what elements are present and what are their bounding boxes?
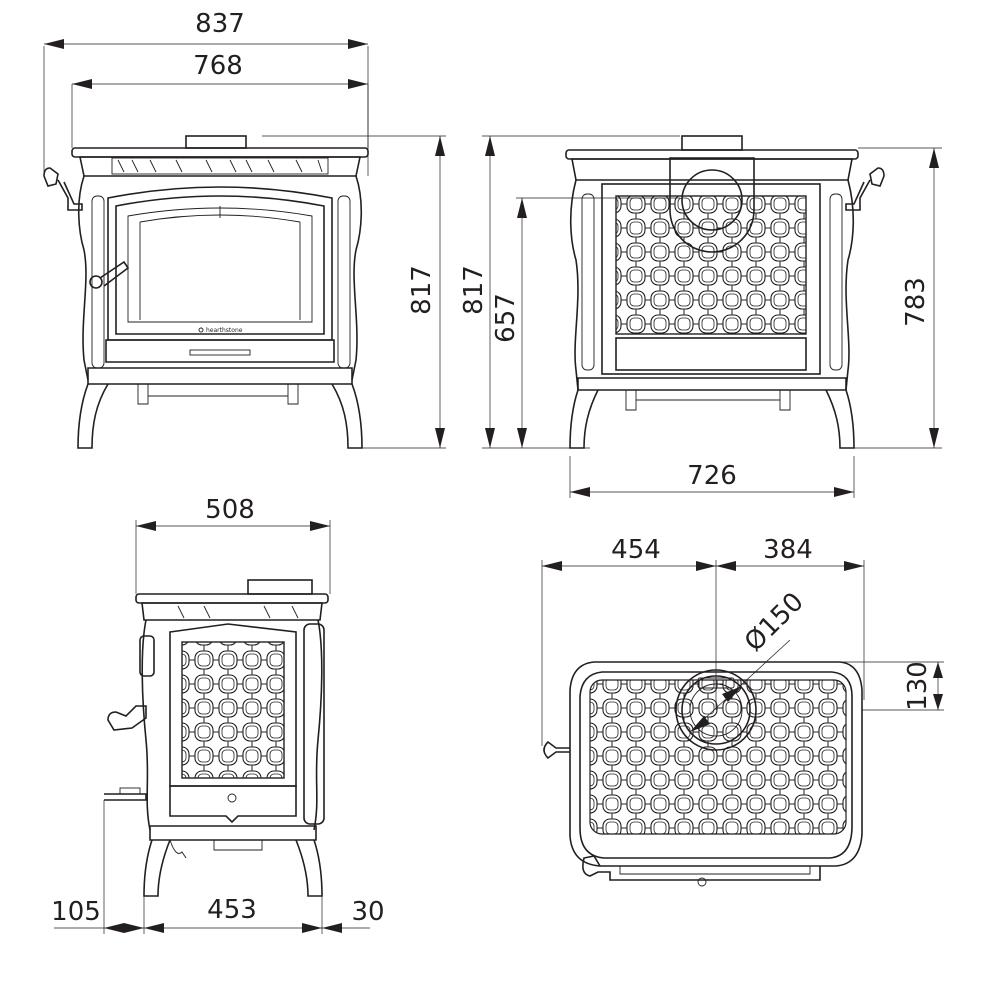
front-right-leg xyxy=(331,383,363,449)
dim-side-front-clearance: 105 xyxy=(51,897,101,927)
front-brand-label: hearthstone xyxy=(206,327,243,334)
front-flue-collar xyxy=(185,135,247,149)
top-lattice-panel xyxy=(589,679,847,835)
dimension-lines xyxy=(43,39,944,934)
dim-front-body-width: 768 xyxy=(193,51,243,81)
dim-top-flue-diameter: Ø150 xyxy=(739,587,810,658)
dim-side-rear-offset: 30 xyxy=(351,897,384,927)
side-front-leg xyxy=(143,839,171,897)
dim-rear-outlet-height: 657 xyxy=(491,293,521,343)
dim-top-flue-to-right: 384 xyxy=(763,535,813,565)
dim-rear-width: 726 xyxy=(687,461,737,491)
rear-side-handle xyxy=(845,167,885,211)
dim-rear-top-height: 783 xyxy=(901,277,931,327)
rear-lattice-panel xyxy=(615,195,807,335)
front-glass xyxy=(127,207,313,323)
dim-top-left-to-flue: 454 xyxy=(611,535,661,565)
dim-side-depth: 508 xyxy=(205,495,255,525)
dim-front-overall-width: 837 xyxy=(195,9,245,39)
side-view xyxy=(104,579,329,897)
dim-rear-height: 817 xyxy=(459,265,489,315)
dim-front-height: 817 xyxy=(407,265,437,315)
front-view: hearthstone xyxy=(43,135,369,449)
top-view xyxy=(543,661,863,887)
top-front-handle xyxy=(582,855,821,881)
front-door-handle-knob xyxy=(89,275,103,289)
side-lattice-panel xyxy=(181,641,285,779)
front-door-frame xyxy=(107,186,333,341)
side-rear-leg xyxy=(295,839,323,897)
side-door-handle xyxy=(107,705,147,731)
dim-side-leg-span: 453 xyxy=(207,895,257,925)
front-top-plate xyxy=(71,147,369,158)
dim-top-flue-to-back: 130 xyxy=(903,661,933,711)
top-outline xyxy=(569,661,863,867)
rear-flue-outlet xyxy=(681,169,743,231)
front-left-leg xyxy=(77,383,109,449)
top-left-handle xyxy=(543,740,570,760)
front-side-handle xyxy=(43,167,83,211)
rear-view xyxy=(565,135,885,449)
side-top-plate xyxy=(135,593,329,604)
